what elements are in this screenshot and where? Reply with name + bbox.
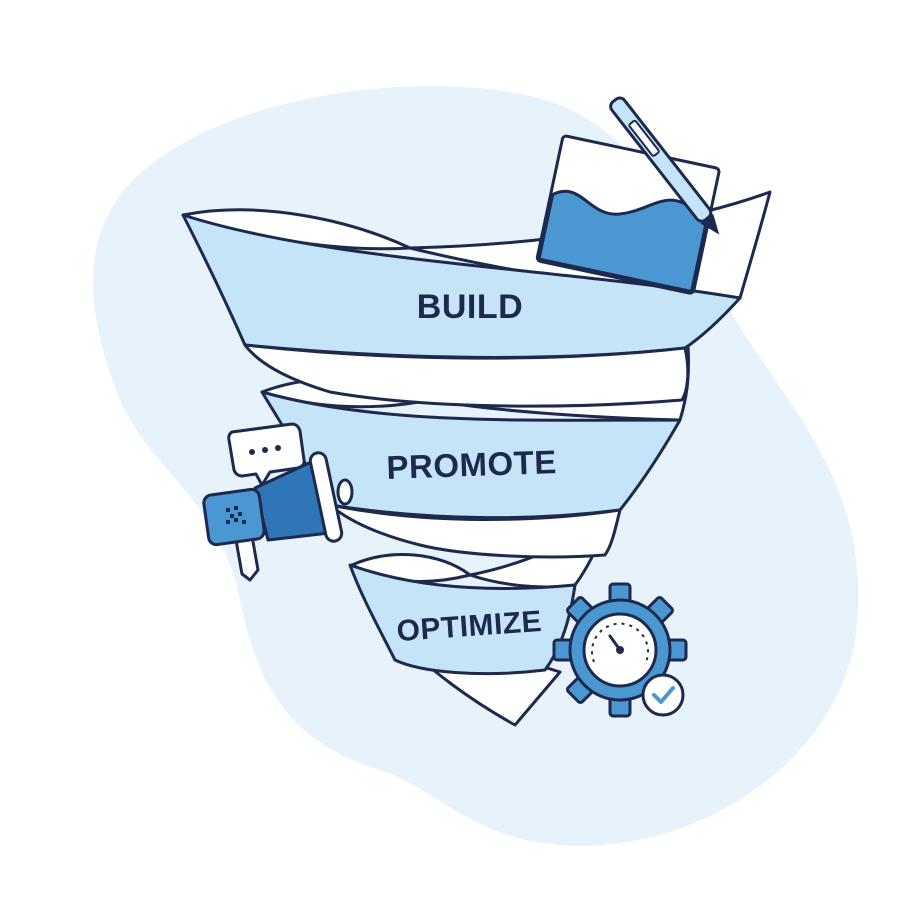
chart-card-with-pen-icon (535, 96, 721, 295)
stage-label-build: BUILD (417, 288, 523, 326)
stage-label-promote: PROMOTE (386, 443, 558, 486)
megaphone-with-chat-bubble-icon (202, 422, 354, 582)
band-optimize (348, 513, 614, 676)
gear-with-gauge-and-check-icon (552, 582, 688, 718)
